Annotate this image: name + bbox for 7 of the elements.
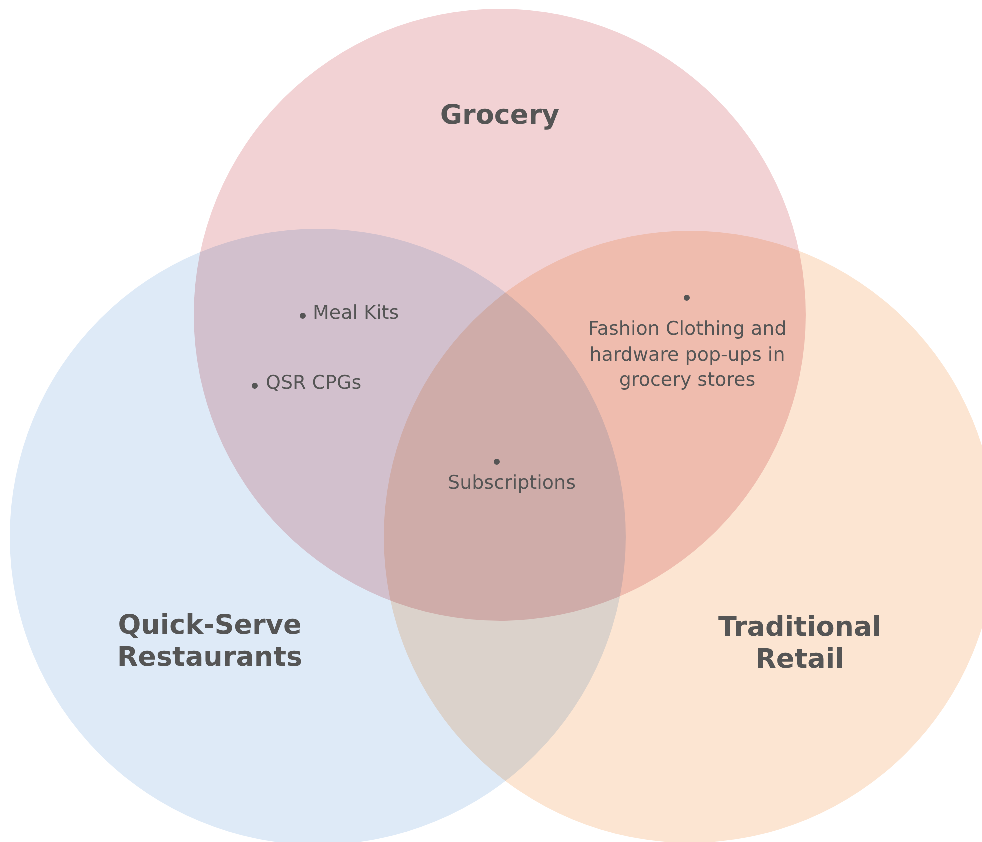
overlap-item-text: Meal Kits [313,301,400,326]
overlap-item-text: Fashion Clothing and hardware pop-ups in grocery stores [587,317,788,394]
circle-title: Quick-Serve Restaurants [116,610,304,675]
overlap-item-text: QSR CPGs [266,371,363,396]
circle-title: Grocery [439,100,561,132]
circle-title: Traditional Retail [718,612,882,677]
overlap-item-text: Subscriptions [447,471,577,496]
